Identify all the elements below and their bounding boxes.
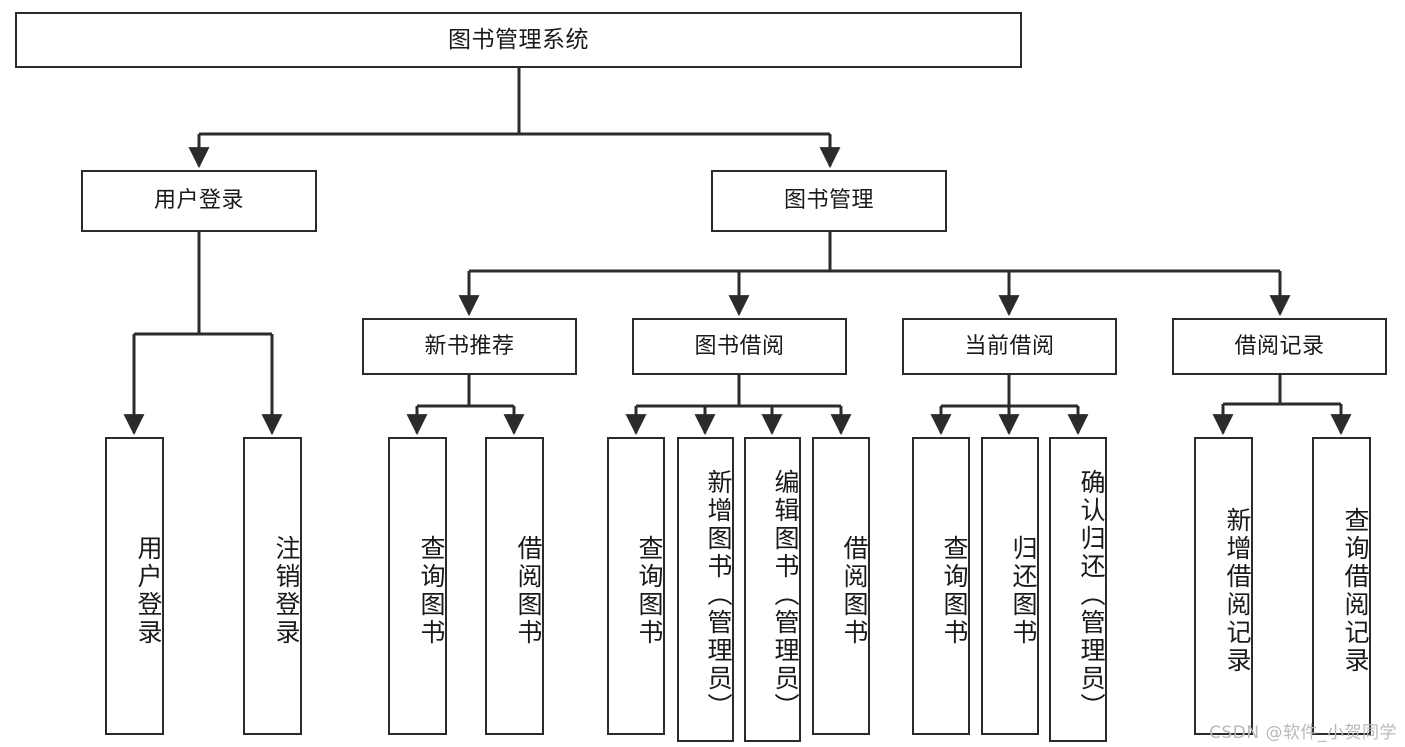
leaf-logout-login[interactable]: 注销登录	[243, 437, 302, 735]
leaf-add-borrow-record[interactable]: 新增借阅记录	[1194, 437, 1253, 735]
node-book-management[interactable]: 图书管理	[711, 170, 947, 232]
leaf-borrow-book-2[interactable]: 借阅图书	[812, 437, 870, 735]
leaf-query-book-3[interactable]: 查询图书	[912, 437, 970, 735]
leaf-query-book-1[interactable]: 查询图书	[388, 437, 447, 735]
leaf-borrow-book-1[interactable]: 借阅图书	[485, 437, 544, 735]
node-book-borrow[interactable]: 图书借阅	[632, 318, 847, 375]
node-borrow-record[interactable]: 借阅记录	[1172, 318, 1387, 375]
leaf-edit-book-admin[interactable]: 编辑图书（管理员）	[744, 437, 801, 742]
node-new-book-recommend[interactable]: 新书推荐	[362, 318, 577, 375]
node-current-borrow[interactable]: 当前借阅	[902, 318, 1117, 375]
leaf-confirm-return-admin[interactable]: 确认归还（管理员）	[1049, 437, 1107, 742]
leaf-user-login[interactable]: 用户登录	[105, 437, 164, 735]
node-user-login[interactable]: 用户登录	[81, 170, 317, 232]
watermark-text: CSDN @软件_小贺同学	[1209, 723, 1397, 743]
node-root[interactable]: 图书管理系统	[15, 12, 1022, 68]
leaf-add-book-admin[interactable]: 新增图书（管理员）	[677, 437, 734, 742]
leaf-query-borrow-record[interactable]: 查询借阅记录	[1312, 437, 1371, 735]
leaf-query-book-2[interactable]: 查询图书	[607, 437, 665, 735]
leaf-return-book[interactable]: 归还图书	[981, 437, 1039, 735]
